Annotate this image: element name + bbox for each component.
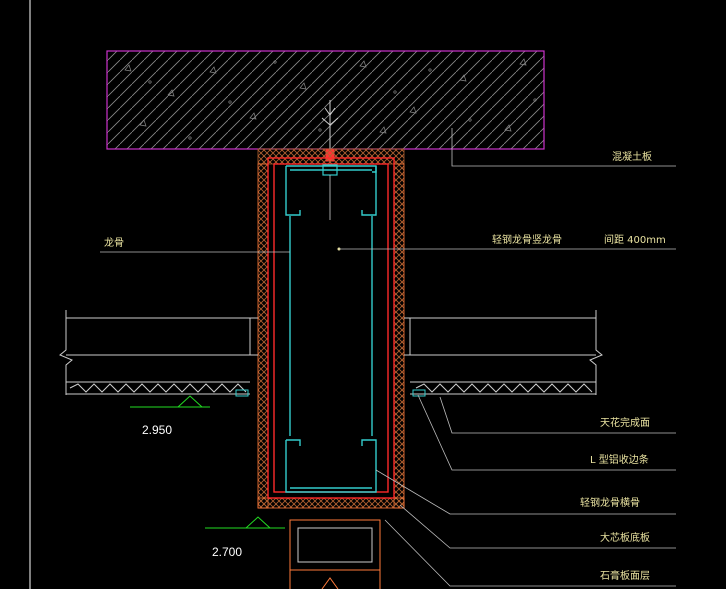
gypsum-finish-layer <box>257 163 405 509</box>
label-steel-track: 轻钢龙骨横骨 <box>580 496 640 509</box>
ceiling-right <box>404 310 603 397</box>
label-core-board: 大芯板底板 <box>600 531 650 544</box>
aggregate-marks <box>124 58 537 140</box>
leader-lines <box>100 128 676 587</box>
ceiling-left <box>59 310 258 397</box>
label-angle-trim: L 型铝收边条 <box>590 453 649 466</box>
label-stud: 轻钢龙骨竖龙骨 <box>492 233 562 246</box>
concrete-slab <box>106 50 545 150</box>
label-spacing: 间距 400mm <box>604 233 666 246</box>
lower-frame <box>289 519 381 589</box>
elevation-marker-upper <box>130 395 210 408</box>
elevation-lower-text: 2.700 <box>212 545 242 559</box>
top-filler-block <box>257 148 405 165</box>
label-gypsum-layer: 石膏板面层 <box>600 569 650 582</box>
elevation-marker-lower <box>205 516 285 529</box>
label-concrete-slab: 混凝土板 <box>612 150 652 163</box>
elevation-upper-text: 2.950 <box>142 423 172 437</box>
label-ceiling-finish: 天花完成面 <box>600 416 650 429</box>
label-keel: 龙骨 <box>104 236 124 249</box>
light-steel-studs <box>285 165 377 493</box>
core-board-layer <box>267 157 395 499</box>
